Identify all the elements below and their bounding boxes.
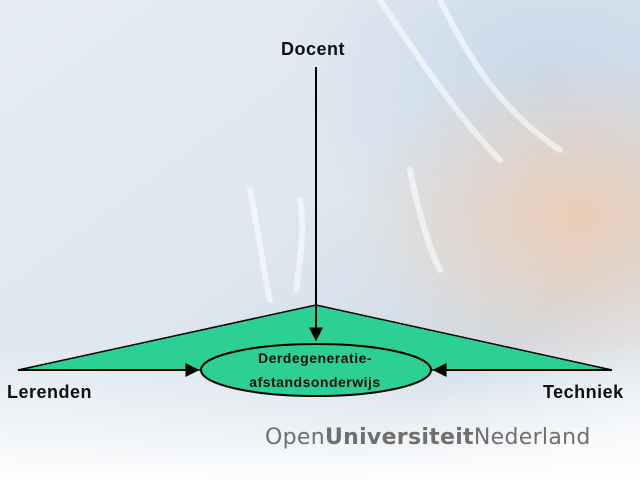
logo-part-nederland: Nederland: [473, 425, 591, 450]
center-label-line2: afstandsonderwijs: [249, 374, 381, 390]
node-label-lerenden: Lerenden: [7, 382, 93, 402]
logo-part-universiteit: Universiteit: [324, 425, 474, 450]
center-label-line1: Derdegeneratie-: [257, 350, 373, 366]
logo: OpenUniversiteitNederland: [265, 425, 591, 450]
logo-part-open: Open: [265, 425, 325, 450]
node-label-techniek: Techniek: [543, 382, 624, 402]
center-ellipse: [200, 343, 432, 397]
node-label-docent: Docent: [281, 39, 346, 59]
